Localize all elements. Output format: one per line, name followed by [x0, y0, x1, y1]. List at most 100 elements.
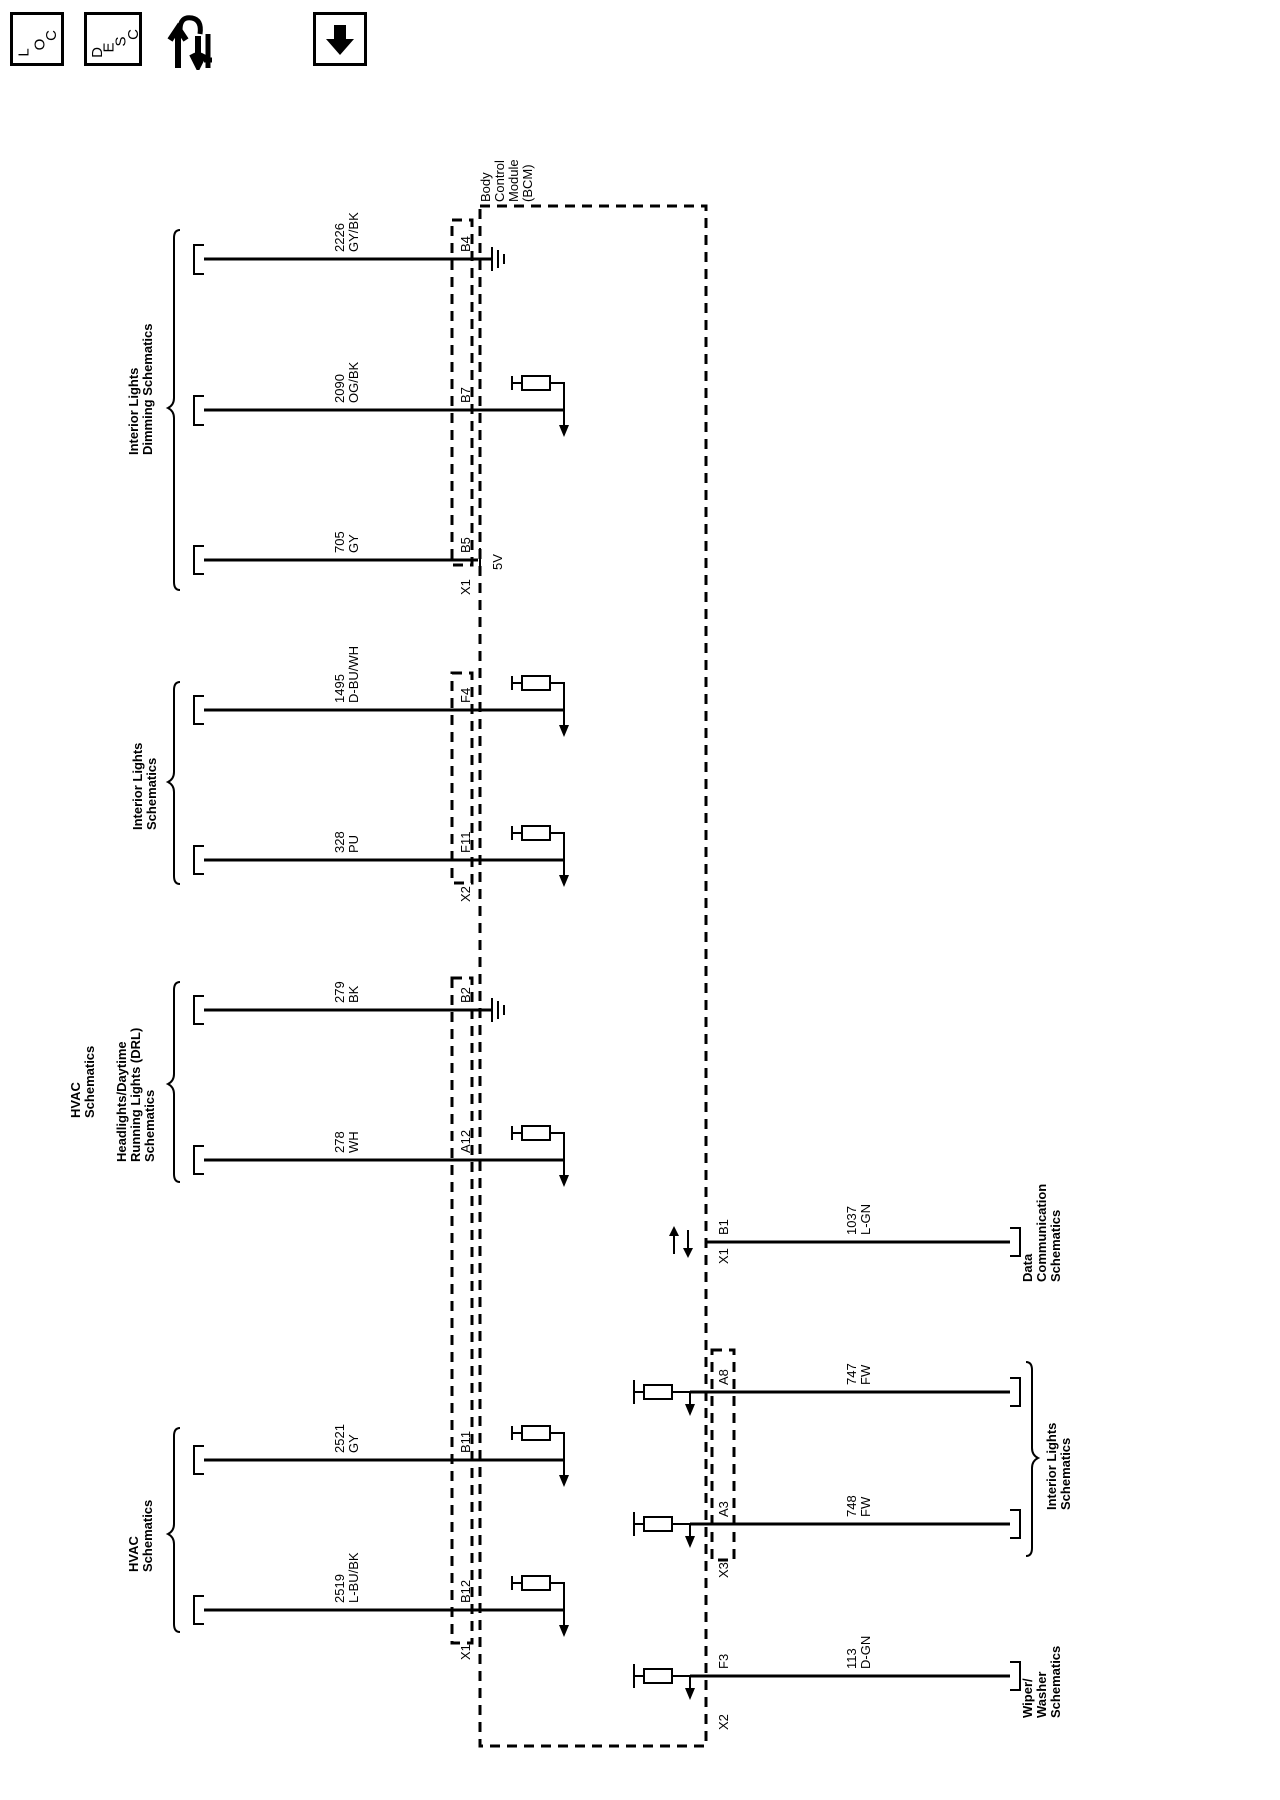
svg-text:Schematics: Schematics: [142, 1090, 157, 1162]
svg-text:B11: B11: [458, 1431, 473, 1453]
group-hvac-drl: HVAC Schematics Headlights/Daytime Runni…: [68, 981, 181, 1183]
pullup-resistor-icon: [511, 1125, 569, 1187]
svg-text:B5: B5: [458, 537, 473, 553]
wire-2090: 2090 OG/BK B7: [193, 361, 569, 437]
connector-x1-lower-label: X1: [458, 1644, 473, 1660]
wire-2519: 2519 L-BU/BK B12: [193, 1552, 569, 1637]
svg-text:2226: 2226: [332, 223, 347, 252]
svg-text:GY: GY: [346, 1434, 361, 1453]
connector-x1-right-label: X1: [716, 1248, 731, 1264]
wire-747: 747 FW A8: [633, 1363, 1021, 1416]
wire-1495: 1495 D-BU/WH F4: [193, 646, 569, 737]
svg-text:L-BU/BK: L-BU/BK: [346, 1552, 361, 1603]
group-data-communication: Data Communication Schematics: [1020, 1184, 1063, 1282]
svg-text:Wiper/: Wiper/: [1020, 1678, 1035, 1718]
svg-text:1037: 1037: [844, 1206, 859, 1235]
toolbar: L O C D E S C: [0, 0, 1280, 80]
svg-text:B7: B7: [458, 387, 473, 403]
svg-text:Interior Lights: Interior Lights: [130, 743, 145, 830]
svg-text:Module: Module: [506, 159, 521, 202]
connector-x2-right-label: X2: [716, 1714, 731, 1730]
svg-text:WH: WH: [346, 1131, 361, 1153]
down-arrow-button[interactable]: [313, 12, 367, 66]
svg-text:FW: FW: [858, 1364, 873, 1385]
svg-text:A12: A12: [458, 1130, 473, 1153]
svg-text:Schematics: Schematics: [82, 1046, 97, 1118]
connector-x3-box: [710, 1348, 736, 1562]
svg-text:F4: F4: [458, 688, 473, 703]
group-interior-right: Interior Lights Schematics: [1025, 1361, 1073, 1557]
group-interior: Interior Lights Schematics: [130, 681, 181, 885]
wire-1037: 1037 L-GN B1: [669, 1204, 1021, 1258]
svg-text:Communication: Communication: [1034, 1184, 1049, 1282]
connector-x1-label: X1: [458, 579, 473, 595]
svg-text:GY: GY: [346, 534, 361, 553]
svg-text:113: 113: [844, 1648, 859, 1669]
svg-text:279: 279: [332, 981, 347, 1003]
wire-279: 279 BK B2: [193, 981, 505, 1025]
svg-text:F3: F3: [716, 1654, 731, 1669]
pullup-resistor-icon: [511, 675, 569, 737]
svg-text:Schematics: Schematics: [1058, 1438, 1073, 1510]
svg-text:D-BU/WH: D-BU/WH: [346, 646, 361, 703]
svg-text:Schematics: Schematics: [1048, 1210, 1063, 1282]
svg-text:B2: B2: [458, 987, 473, 1003]
bidirectional-arrows-icon: [669, 1226, 693, 1258]
svg-text:Washer: Washer: [1034, 1672, 1049, 1718]
bcm-module-outline: [478, 204, 708, 1748]
wire-2521: 2521 GY B11: [193, 1424, 569, 1487]
bcm-module-label: Body Control Module (BCM): [478, 159, 535, 202]
svg-text:2519: 2519: [332, 1574, 347, 1603]
svg-text:A3: A3: [716, 1501, 731, 1517]
wire-2226: 2226 GY/BK B4: [193, 212, 505, 275]
connector-x1-lower-box: [450, 976, 474, 1645]
group-wiper-washer: Wiper/ Washer Schematics: [1020, 1646, 1063, 1718]
svg-text:Dimming Schematics: Dimming Schematics: [140, 324, 155, 456]
svg-text:705: 705: [332, 531, 347, 553]
svg-text:L-GN: L-GN: [858, 1204, 873, 1235]
voltage-5v-label: 5V: [490, 554, 505, 570]
svg-text:747: 747: [844, 1363, 859, 1385]
wire-748: 748 FW A3: [633, 1495, 1021, 1548]
svg-text:Control: Control: [492, 160, 507, 202]
ground-icon: [491, 998, 505, 1022]
pullup-resistor-icon: [511, 1425, 569, 1487]
ground-icon: [491, 247, 505, 271]
group-dimming: Interior Lights Dimming Schematics: [126, 229, 181, 591]
svg-text:748: 748: [844, 1495, 859, 1517]
pullup-resistor-icon: [511, 375, 569, 437]
svg-text:B12: B12: [458, 1580, 473, 1603]
svg-text:Interior Lights: Interior Lights: [1044, 1423, 1059, 1510]
svg-text:D-GN: D-GN: [858, 1636, 873, 1669]
up-down-arrows-wrench-icon[interactable]: [156, 10, 218, 73]
svg-text:328: 328: [332, 831, 347, 853]
wire-113: 113 D-GN F3: [633, 1636, 1021, 1700]
wire-705: 705 GY B5: [193, 531, 481, 575]
svg-text:B1: B1: [716, 1219, 731, 1235]
pulldown-resistor-icon: [633, 1512, 695, 1548]
svg-text:Schematics: Schematics: [144, 758, 159, 830]
wire-278: 278 WH A12: [193, 1125, 569, 1187]
desc-button[interactable]: D E S C: [84, 12, 142, 66]
svg-text:Schematics: Schematics: [140, 1500, 155, 1572]
svg-text:Running Lights (DRL): Running Lights (DRL): [128, 1028, 143, 1162]
svg-text:(BCM): (BCM): [520, 164, 535, 202]
svg-text:Schematics: Schematics: [1048, 1646, 1063, 1718]
svg-text:HVAC: HVAC: [68, 1082, 83, 1118]
down-arrow-icon: [326, 25, 354, 55]
svg-text:Interior Lights: Interior Lights: [126, 368, 141, 455]
connector-x2-label: X2: [458, 886, 473, 902]
loc-button[interactable]: L O C: [10, 12, 64, 66]
svg-text:HVAC: HVAC: [126, 1536, 141, 1572]
svg-text:F11: F11: [458, 832, 473, 853]
svg-text:278: 278: [332, 1131, 347, 1153]
svg-text:1495: 1495: [332, 674, 347, 703]
wire-328: 328 PU F11: [193, 825, 569, 887]
pulldown-resistor-icon: [633, 1380, 695, 1416]
pulldown-resistor-icon: [633, 1664, 695, 1700]
connector-x3-label: X3: [716, 1562, 731, 1578]
svg-text:2090: 2090: [332, 374, 347, 403]
svg-text:2521: 2521: [332, 1424, 347, 1453]
connector-x1-upper-box: [450, 218, 474, 567]
svg-text:Data: Data: [1020, 1253, 1035, 1282]
